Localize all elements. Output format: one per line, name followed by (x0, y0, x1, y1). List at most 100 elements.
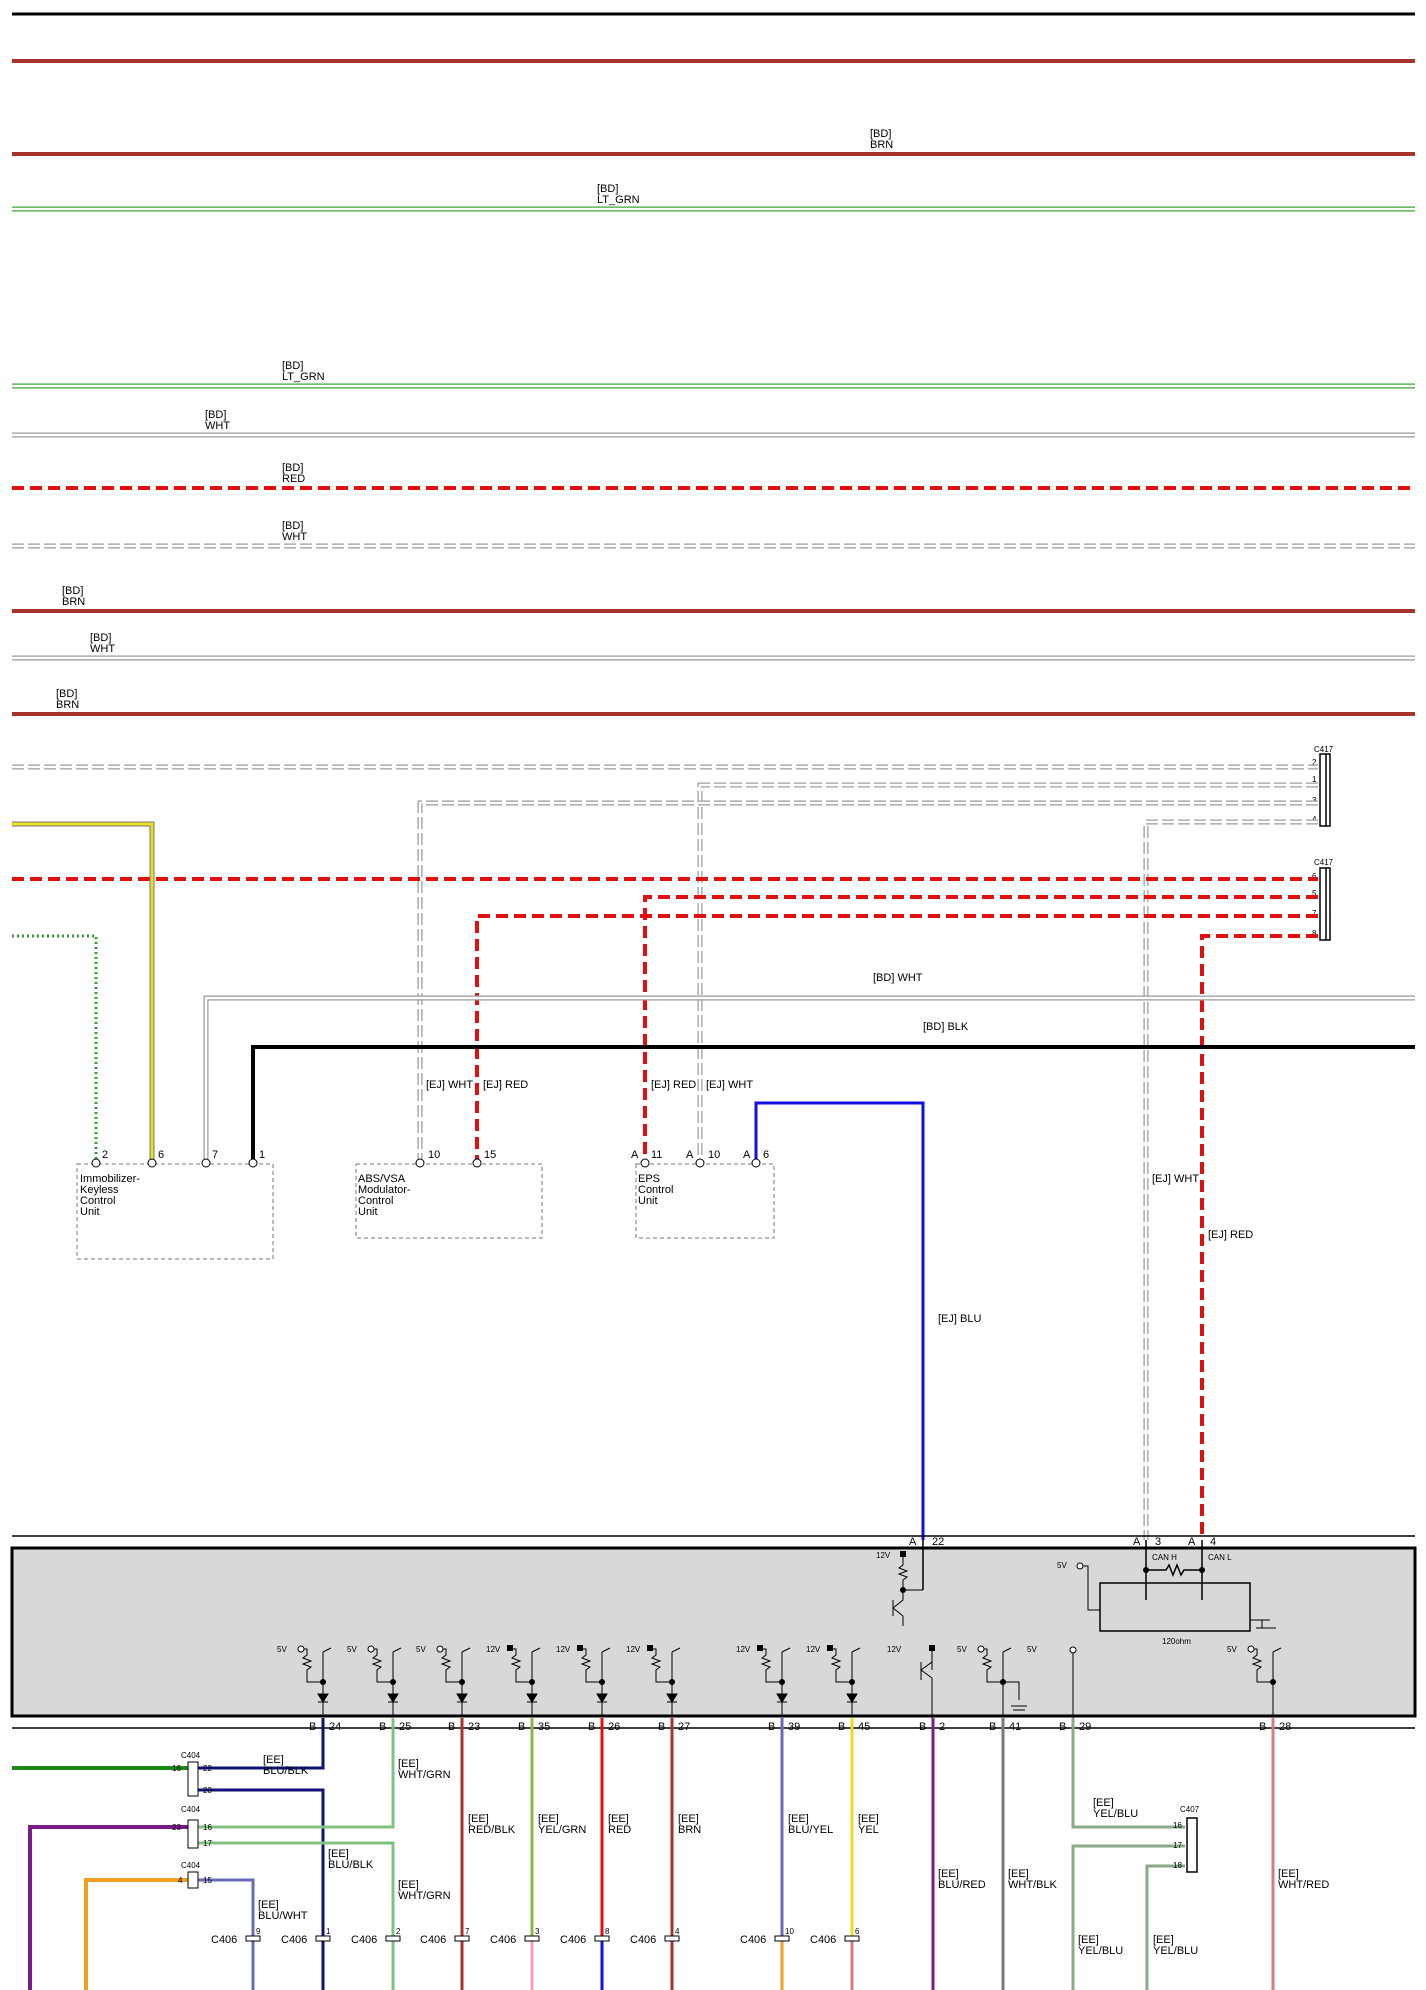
wire-label: [EE]BRN (678, 1813, 701, 1836)
wire-label: [EJ] WHT (426, 1079, 473, 1091)
pin-prefix: B (588, 1721, 595, 1733)
pin-label: 1 (1312, 775, 1317, 784)
wire-label: [EE]WHT/BLK (1008, 1868, 1058, 1891)
bus-label: [BD]BRN (56, 688, 79, 711)
pin-label: 16 (203, 1823, 212, 1832)
pin-prefix: B (658, 1721, 665, 1733)
supply-label: 5V (347, 1645, 357, 1654)
module-pin-45: B 45 12V (806, 1645, 870, 1733)
connector-label: C417 (1314, 745, 1334, 754)
connector-label: C406 (740, 1934, 766, 1946)
wire-label: [EJ] BLU (938, 1313, 981, 1325)
pin-label: A (909, 1536, 917, 1548)
pin-number: 45 (858, 1721, 870, 1733)
pin-prefix: B (379, 1721, 386, 1733)
wire-label: [EE]YEL/BLU (1078, 1934, 1123, 1957)
connector-c406-1: C406 1 (281, 1927, 331, 1946)
pin-label: A (743, 1149, 751, 1161)
pin-label: 2 (1312, 758, 1317, 767)
pin-label: 11 (651, 1149, 662, 1161)
unit-name: Unit (80, 1206, 100, 1218)
wire-label: [EE]RED/BLK (468, 1813, 516, 1836)
can-l-label: CAN L (1208, 1553, 1232, 1562)
connector-label: C406 (810, 1934, 836, 1946)
pin-label: 17 (1173, 1841, 1182, 1850)
bottom-wires (12, 1718, 1275, 1990)
unit-name: Unit (638, 1195, 658, 1207)
wire-label: [EE]YEL/BLU (1093, 1797, 1138, 1820)
supply-label: 12V (806, 1645, 821, 1654)
connector-c417-bottom: C417 6 5 7 8 (1312, 858, 1334, 941)
pin-label: 22 (932, 1536, 944, 1548)
pin-label: 4 (178, 1876, 183, 1885)
pin-number: 26 (608, 1721, 620, 1733)
supply-label: 5V (1027, 1645, 1037, 1654)
pin-label: 8 (605, 1927, 610, 1936)
wire-label: [EE]BLU/BLK (328, 1848, 374, 1871)
pin-number: 39 (788, 1721, 800, 1733)
pin-label: 4 (675, 1927, 680, 1936)
connector-c406-3: C406 3 (490, 1927, 540, 1946)
bus-label: [BD]LT_GRN (597, 183, 640, 206)
bus-label: [BD]BRN (62, 585, 85, 608)
connector-c406-row: C4069C4061C4062C4067C4063C4068C4064C4061… (211, 1927, 860, 1946)
connector-label: C406 (281, 1934, 307, 1946)
bus-label: [BD]WHT (90, 632, 115, 655)
pin-prefix: B (989, 1721, 996, 1733)
unit-name: Modulator- (358, 1184, 411, 1196)
wire-label: [EJ] WHT (706, 1079, 753, 1091)
pin-label: 1 (326, 1927, 331, 1936)
pin-number: 35 (538, 1721, 550, 1733)
pin-label: 2 (102, 1149, 108, 1161)
pin-label: 10 (428, 1149, 440, 1161)
wire-label: [EE]BLU/BLK (263, 1754, 309, 1777)
connector-label: C404 (181, 1805, 201, 1814)
supply-label: 5V (1057, 1561, 1067, 1570)
pin-label: 6 (763, 1149, 769, 1161)
pin-label: 3 (535, 1927, 540, 1936)
pin-label: 18 (1173, 1861, 1182, 1870)
pin-label: A (1188, 1536, 1196, 1548)
can-h-label: CAN H (1152, 1553, 1177, 1562)
bus-line-5: [BD]RED (12, 462, 1415, 490)
wire-label: [BD] WHT (873, 972, 923, 984)
pin-prefix: B (838, 1721, 845, 1733)
wire-label: [EE]WHT/RED (1278, 1868, 1329, 1891)
connector-label: C406 (560, 1934, 586, 1946)
pin-label: 9 (256, 1927, 261, 1936)
supply-label: 5V (1227, 1645, 1237, 1654)
pin-number: 29 (1079, 1721, 1091, 1733)
pin-label: 22 (203, 1764, 212, 1773)
bus-label: [BD]WHT (282, 520, 307, 543)
connector-c406-8: C406 8 (560, 1927, 610, 1946)
pin-label: 15 (484, 1149, 496, 1161)
pin-prefix: B (919, 1721, 926, 1733)
connector-label: C406 (420, 1934, 446, 1946)
supply-label: 12V (887, 1645, 902, 1654)
unit-name: Control (638, 1184, 673, 1196)
pin-label: 6 (855, 1927, 860, 1936)
unit-immobilizer: 2 6 7 1 Immobilizer- Keyless Control Uni… (76, 1149, 274, 1260)
bus-line-3: [BD]LT_GRN (12, 360, 1415, 389)
unit-eps: A 11 A 10 A 6 EPS Control Unit (631, 1149, 775, 1239)
pin-label: 7 (1312, 909, 1317, 918)
connector-label: C406 (490, 1934, 516, 1946)
module-pin-25: B 25 5V (347, 1645, 411, 1733)
pin-number: 25 (399, 1721, 411, 1733)
unit-name: Control (80, 1195, 115, 1207)
supply-label: 5V (416, 1645, 426, 1654)
unit-abs-vsa: 10 15 ABS/VSA Modulator- Control Unit (355, 1149, 543, 1239)
connector-label: C406 (351, 1934, 377, 1946)
wire-label: [EJ] RED (651, 1079, 696, 1091)
